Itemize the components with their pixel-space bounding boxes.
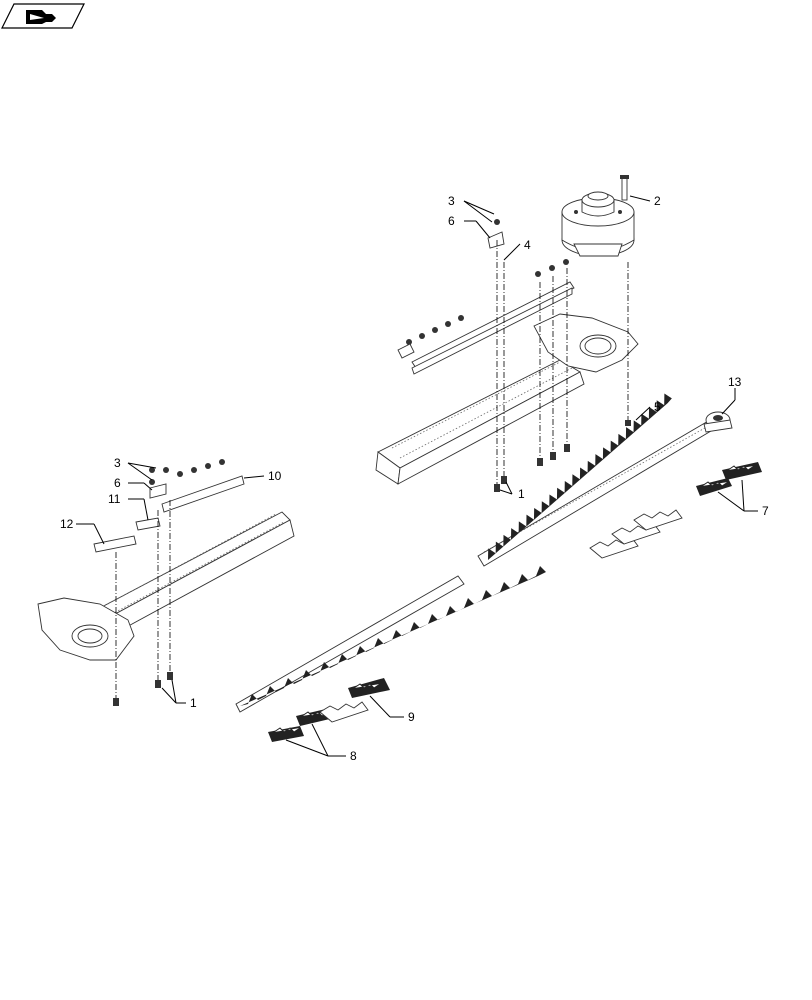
left-cutterbar-channel — [95, 511, 295, 637]
callout-11: 11 — [108, 492, 121, 506]
right-knife-sections — [589, 509, 683, 559]
callout-1-right: 1 — [518, 487, 525, 501]
right-cutterbar-channel — [375, 359, 585, 485]
back-arrow-icon — [26, 10, 56, 24]
left-knife-sections — [319, 678, 390, 723]
drive-gearbox — [561, 191, 635, 257]
callout-5: 5 — [654, 400, 661, 414]
callout-2: 2 — [654, 194, 661, 208]
right-bolts — [494, 420, 631, 492]
callout-13: 13 — [728, 375, 742, 389]
gearbox-bolt — [620, 175, 629, 201]
left-strip — [161, 475, 245, 513]
callout-9: 9 — [408, 710, 415, 724]
right-top-strip — [411, 281, 575, 375]
leader-lines — [76, 195, 758, 757]
left-bolts — [113, 672, 173, 706]
right-guards — [696, 462, 762, 496]
right-knife-teeth — [488, 393, 672, 560]
callout-labels: 2 3 6 4 5 1 13 7 3 6 11 12 10 1 9 8 — [60, 194, 769, 763]
knife-head — [703, 411, 733, 433]
right-hardware-nuts — [397, 219, 569, 359]
left-bolt-centerlines — [115, 500, 171, 698]
left-hardware — [149, 459, 225, 499]
callout-12: 12 — [60, 517, 74, 531]
right-mounting-plate — [533, 313, 639, 373]
callout-6-left: 6 — [114, 476, 121, 490]
callout-3-right: 3 — [448, 194, 455, 208]
right-knife-bar — [477, 393, 717, 567]
callout-7: 7 — [762, 504, 769, 518]
callout-1-left: 1 — [190, 696, 197, 710]
callout-6-right: 6 — [448, 214, 455, 228]
left-plate-12 — [93, 535, 137, 553]
callout-3-left: 3 — [114, 456, 121, 470]
callout-4: 4 — [524, 238, 531, 252]
callout-10: 10 — [268, 469, 282, 483]
callout-8: 8 — [350, 749, 357, 763]
left-plate-11 — [135, 517, 161, 531]
left-mounting-plate — [37, 597, 135, 661]
right-bolt-centerlines — [496, 240, 629, 486]
nav-back-button[interactable] — [1, 3, 85, 29]
left-knife-bar — [235, 566, 546, 713]
